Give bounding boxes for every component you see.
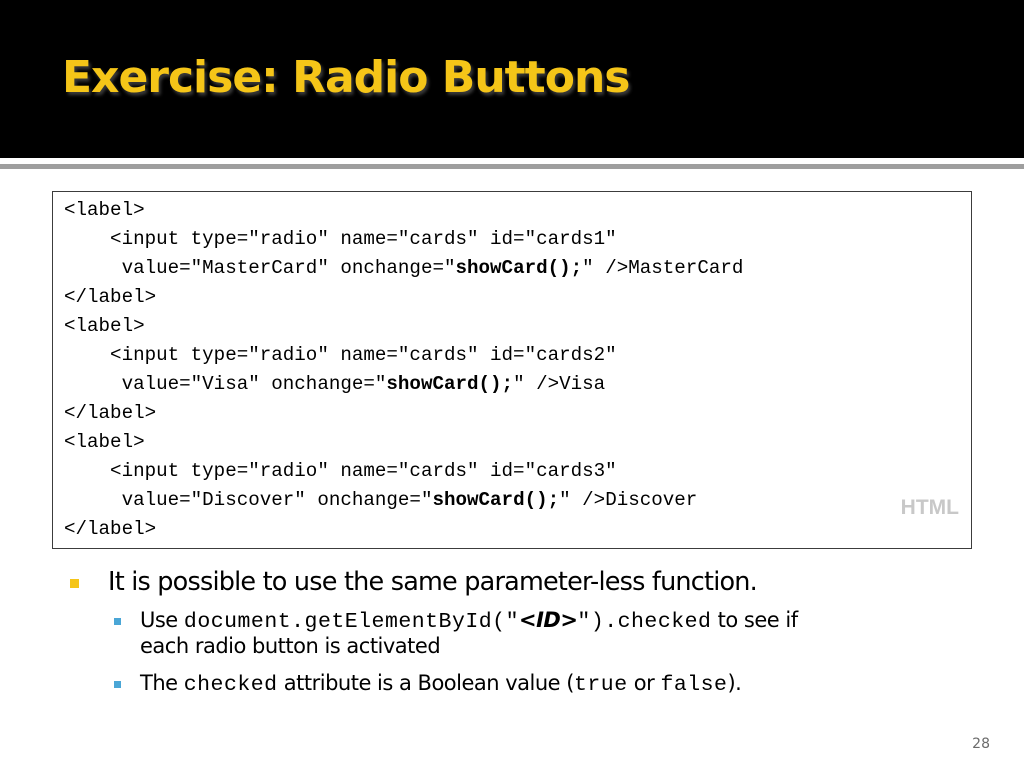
sub-bullet-square-icon [114,618,121,625]
code-line: <input type="radio" name="cards" id="car… [64,460,617,482]
code-text: </label> [64,286,157,308]
sub-bullet-1-text: Use document.getElementById("<ID>").chec… [140,608,960,658]
code-line: value="Visa" onchange="showCard();" />Vi… [64,373,606,395]
sub1-use: Use [140,608,178,632]
code-text: <input type="radio" name="cards" id="car… [64,344,617,366]
sub2-mid: attribute is a Boolean value ( [283,671,575,695]
title-bar: Exercise: Radio Buttons [0,0,1024,158]
sub2-code-false: false [660,673,728,697]
code-line: <input type="radio" name="cards" id="car… [64,228,617,250]
sub2-code-true: true [573,673,628,697]
code-text: <label> [64,431,145,453]
sub-bullet-2-text: The checked attribute is a Boolean value… [140,671,960,697]
code-line: value="Discover" onchange="showCard();" … [64,489,698,511]
code-text: <label> [64,315,145,337]
code-line: </label> [64,402,156,424]
bullet-main-text: It is possible to use the same parameter… [108,567,758,597]
code-text: </label> [64,402,157,424]
divider-gap [0,158,1024,164]
code-line: <input type="radio" name="cards" id="car… [64,344,617,366]
code-text: <label> [64,199,145,221]
code-text: value="Discover" onchange=" [64,489,433,511]
code-block: <label> <input type="radio" name="cards"… [52,191,972,549]
code-bold-text: showCard(); [432,489,560,511]
code-line: <label> [64,199,145,221]
code-text: value="MasterCard" onchange=" [64,257,456,279]
bullet-square-icon [70,579,79,588]
code-line: <label> [64,315,145,337]
slide-number: 28 [972,736,990,752]
sub2-end: ). [727,671,742,695]
title-divider [0,164,1024,169]
code-text: <input type="radio" name="cards" id="car… [64,460,617,482]
code-line: </label> [64,518,156,540]
code-text: </label> [64,518,157,540]
code-text: value="Visa" onchange=" [64,373,387,395]
sub1-code-b: ").checked [577,610,712,634]
code-line: value="MasterCard" onchange="showCard();… [64,257,744,279]
code-text: <input type="radio" name="cards" id="car… [64,228,617,250]
code-line: </label> [64,286,156,308]
code-bold-text: showCard(); [386,373,514,395]
sub2-or: or [633,671,655,695]
code-line: <label> [64,431,145,453]
sub2-the: The [140,671,178,695]
code-language-tag: HTML [900,496,959,519]
sub1-code-a: document.getElementById(" [183,610,519,634]
slide-title: Exercise: Radio Buttons [62,52,630,103]
sub1-rest-b: each radio button is activated [140,634,441,658]
sub-bullet-square-icon [114,681,121,688]
sub1-rest-a: to see if [717,608,798,632]
code-text: " />MasterCard [582,257,744,279]
code-text: " />Discover [559,489,698,511]
code-text: " />Visa [513,373,606,395]
sub1-code-id: <ID> [518,608,578,632]
code-bold-text: showCard(); [455,257,583,279]
sub2-code-checked: checked [183,673,278,697]
